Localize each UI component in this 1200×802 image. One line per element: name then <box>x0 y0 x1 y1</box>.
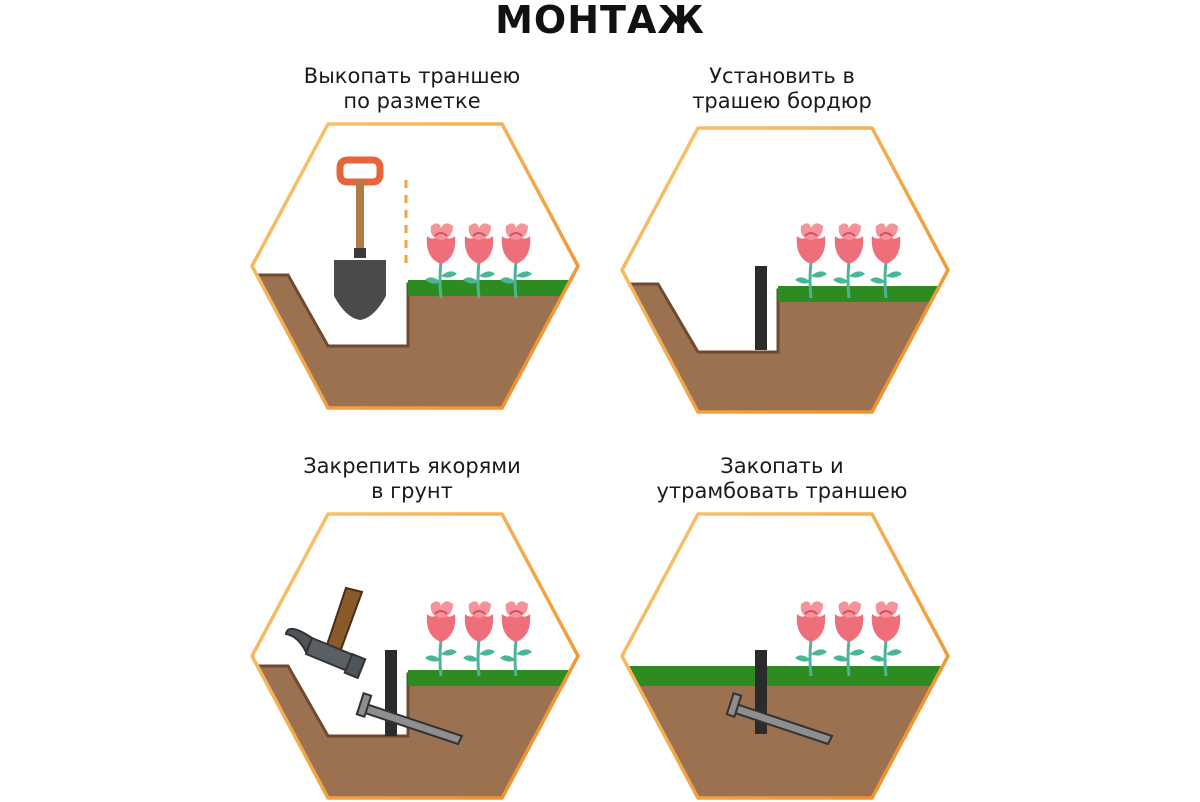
step-1-illustration <box>250 122 580 410</box>
step-1-caption: Выкопать траншею по разметке <box>242 64 582 114</box>
step-1-caption-line-2: по разметке <box>343 89 481 113</box>
shovel-icon <box>334 156 386 320</box>
step-3-illustration <box>250 512 580 800</box>
step-4-caption: Закопать и утрамбовать траншею <box>612 454 952 504</box>
anchor-icon <box>355 692 464 746</box>
step-4-caption-line-2: утрамбовать траншею <box>656 479 908 503</box>
step-1-caption-line-1: Выкопать траншею <box>303 64 521 88</box>
step-2-caption-line-1: Установить в <box>709 64 855 88</box>
page-title: МОНТАЖ <box>495 0 705 42</box>
step-4-caption-line-1: Закопать и <box>720 454 844 478</box>
step-3-caption: Закрепить якорями в грунт <box>242 454 582 504</box>
border-tape <box>755 266 767 350</box>
step-2-caption: Установить в трашею бордюр <box>612 64 952 114</box>
step-3-caption-line-2: в грунт <box>371 479 453 503</box>
anchor-icon <box>725 692 834 746</box>
step-2-illustration <box>620 126 950 414</box>
step-2-caption-line-2: трашею бордюр <box>692 89 872 113</box>
hammer-icon <box>284 586 367 680</box>
step-3-caption-line-1: Закрепить якорями <box>303 454 521 478</box>
step-4-illustration <box>620 512 950 800</box>
